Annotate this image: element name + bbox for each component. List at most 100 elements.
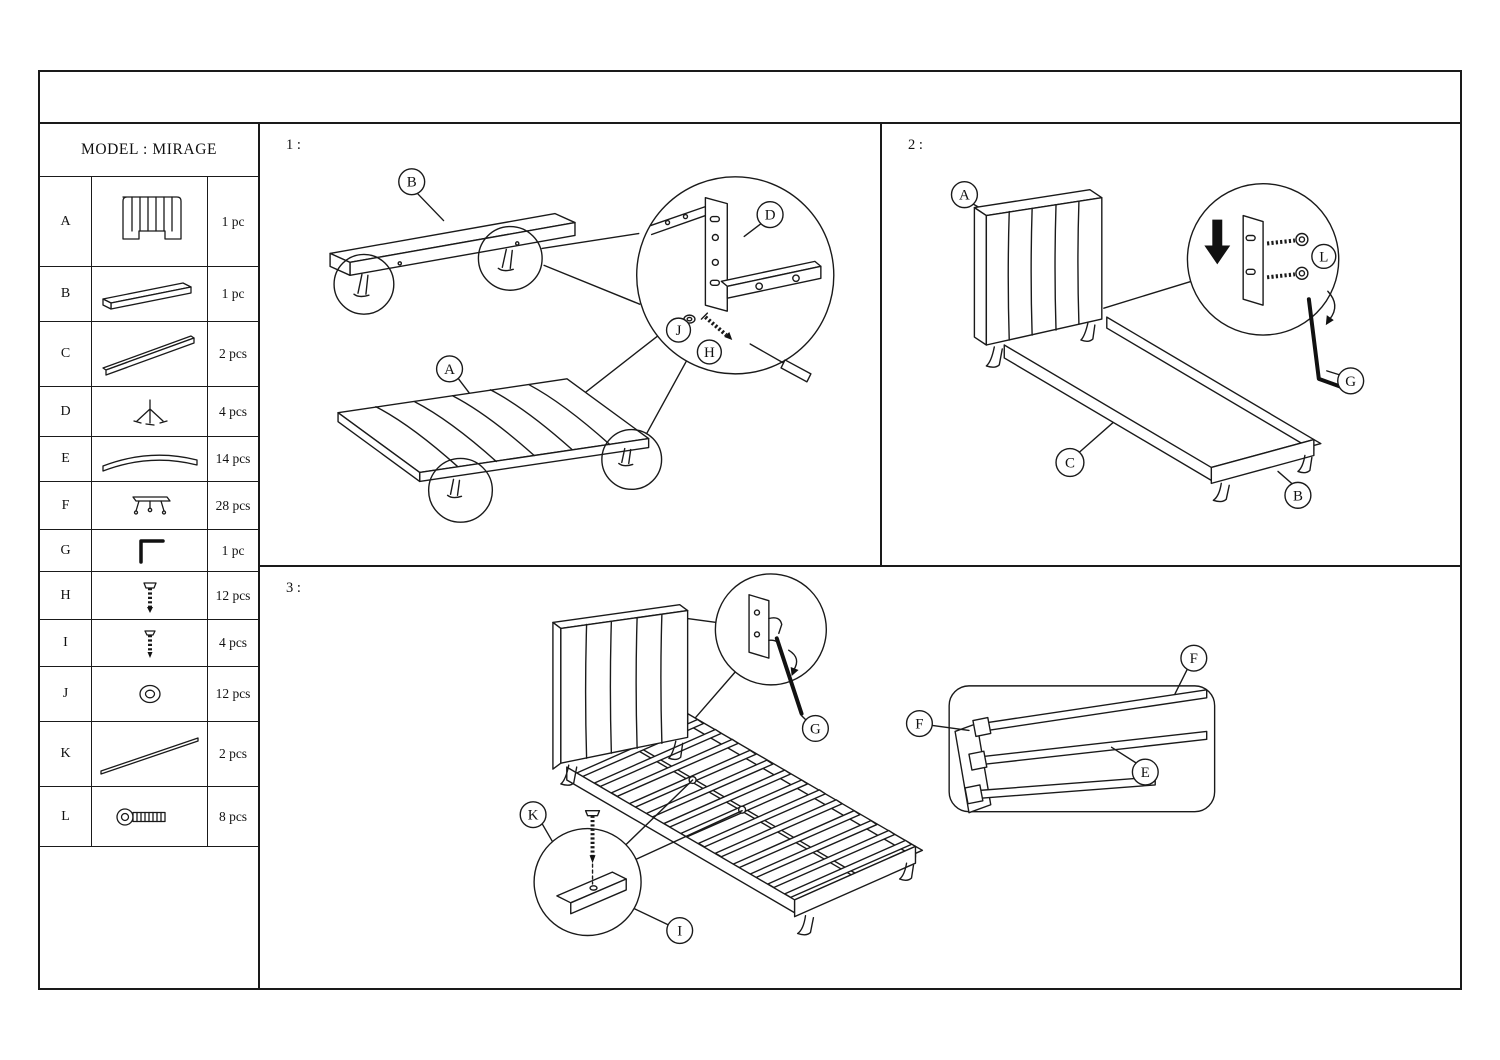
svg-text:C: C: [1065, 455, 1075, 471]
part-letter: A: [40, 177, 92, 266]
part-letter: F: [40, 482, 92, 529]
outer-frame: MODEL : MIRAGE A 1 pc B: [38, 70, 1462, 990]
svg-text:J: J: [676, 323, 682, 339]
headboard-a: [552, 603, 689, 786]
svg-text:F: F: [915, 716, 923, 732]
step-3-figure: G F F E K I: [519, 573, 1216, 945]
part-letter: K: [40, 722, 92, 786]
part-letter: I: [40, 620, 92, 666]
svg-text:E: E: [1141, 765, 1150, 781]
part-row-j: J 12 pcs: [40, 667, 258, 722]
part-row-g: G 1 pc: [40, 530, 258, 572]
part-qty: 1 pc: [221, 542, 245, 558]
parts-table: MODEL : MIRAGE A 1 pc B: [40, 124, 260, 988]
part-row-h: H 12 pcs: [40, 572, 258, 620]
bracket-detail-circle: [636, 176, 835, 383]
svg-text:H: H: [704, 345, 715, 361]
callout-h: H: [696, 339, 723, 365]
step-2-figure: A L G C B: [950, 181, 1365, 509]
part-qty: 12 pcs: [215, 587, 251, 603]
part-qty: 28 pcs: [215, 497, 251, 513]
callout-i: I: [666, 916, 694, 945]
part-row-b: B 1 pc: [40, 267, 258, 322]
part-letter: J: [40, 667, 92, 721]
callout-g: G: [1337, 367, 1365, 395]
callout-f-left: F: [905, 709, 934, 738]
part-row-d: D 4 pcs: [40, 387, 258, 437]
step-2-panel: 2 :: [882, 124, 1460, 567]
footboard-rail-b: [329, 212, 576, 315]
support-rod-detail-circle: [533, 809, 642, 937]
callout-b: B: [1284, 481, 1312, 509]
washer-icon: [92, 667, 208, 721]
svg-text:G: G: [810, 721, 821, 737]
screwdriver: [749, 343, 812, 383]
allen-key-icon: [92, 530, 208, 571]
callout-j: J: [665, 317, 692, 343]
svg-text:A: A: [444, 362, 455, 378]
step-3-panel: 3 :: [260, 567, 1460, 988]
part-row-f: F 28 pcs: [40, 482, 258, 530]
part-qty: 2 pcs: [218, 346, 248, 361]
callout-f-top: F: [1180, 644, 1208, 672]
callout-l: L: [1311, 243, 1337, 270]
headboard-icon: [92, 177, 208, 266]
step-1-figure: B D A J H: [329, 168, 835, 523]
steps-area: 1 :: [260, 124, 1460, 988]
slat-holder-icon: [92, 482, 208, 529]
callout-g: G: [801, 714, 829, 743]
part-letter: H: [40, 572, 92, 619]
bolt-icon: [92, 787, 208, 846]
step-1-label: 1 :: [286, 137, 301, 153]
part-letter: D: [40, 387, 92, 436]
part-qty: 2 pcs: [218, 746, 248, 761]
bed-frame: [1003, 316, 1322, 503]
callout-c: C: [1055, 447, 1085, 478]
allen-key-g: [1306, 290, 1343, 389]
leg-bracket-icon: [92, 387, 208, 436]
part-letter: L: [40, 787, 92, 846]
allen-key-detail-circle: [714, 573, 828, 716]
part-qty: 1 pc: [221, 286, 245, 301]
part-row-e: E 14 pcs: [40, 437, 258, 482]
header-strip: [40, 72, 1460, 124]
down-arrow-icon: [1204, 219, 1231, 265]
part-qty: 12 pcs: [215, 686, 251, 701]
callout-e: E: [1131, 758, 1159, 786]
callout-b: B: [398, 168, 426, 196]
part-qty: 4 pcs: [218, 403, 248, 419]
connector-lines: [541, 617, 743, 926]
slat-detail-panel: [931, 667, 1216, 814]
step-3-label: 3 :: [286, 580, 301, 596]
svg-text:L: L: [1319, 249, 1328, 265]
svg-text:F: F: [1190, 651, 1198, 667]
callout-d: D: [756, 200, 784, 229]
part-qty: 1 pc: [221, 213, 245, 229]
side-rail-icon: [92, 322, 208, 386]
callout-a: A: [435, 355, 464, 383]
part-qty: 14 pcs: [215, 451, 251, 466]
svg-text:D: D: [765, 208, 776, 224]
callout-k: K: [519, 801, 547, 829]
svg-text:K: K: [528, 808, 539, 824]
part-qty: 4 pcs: [218, 635, 248, 650]
part-row-i: I 4 pcs: [40, 620, 258, 667]
part-row-k: K 2 pcs: [40, 722, 258, 787]
svg-text:B: B: [407, 175, 417, 191]
part-row-a: A 1 pc: [40, 177, 258, 267]
part-row-c: C 2 pcs: [40, 322, 258, 387]
part-letter: C: [40, 322, 92, 386]
support-rod-icon: [92, 722, 208, 786]
step-2-label: 2 :: [908, 137, 923, 153]
slat-icon: [92, 437, 208, 481]
long-screw-icon: [92, 572, 208, 619]
svg-text:G: G: [1345, 374, 1356, 390]
svg-text:B: B: [1293, 488, 1303, 504]
bolt-detail-circle: [1186, 183, 1340, 336]
svg-text:A: A: [959, 188, 970, 204]
step-1-panel: 1 :: [260, 124, 882, 567]
footboard-rail-icon: [92, 267, 208, 321]
headboard-a: [337, 378, 663, 523]
short-screw-icon: [92, 620, 208, 666]
